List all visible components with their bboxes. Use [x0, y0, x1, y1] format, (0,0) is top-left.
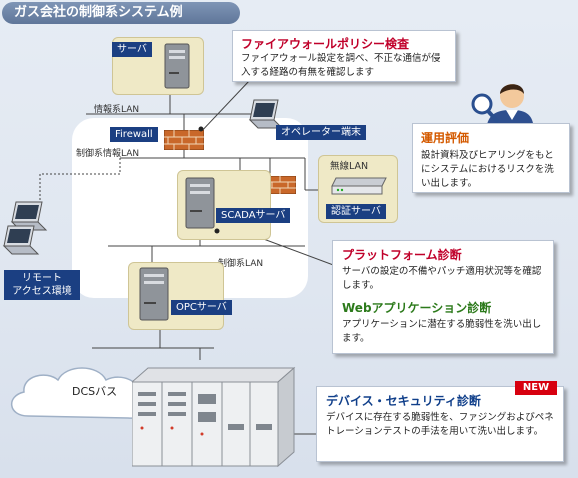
info-lan-label: 情報系LAN: [94, 105, 140, 115]
callout-text: デバイスに存在する脆弱性を、ファジングおよびペネトレーションテストの手法を用いて…: [326, 412, 554, 437]
ctrl-lan-label: 制御系LAN: [218, 259, 264, 269]
callout-text: ファイアウォール設定を調べ、不正な通信が侵入する経路の有無を確認します: [241, 53, 441, 78]
wireless-lan-label: 無線LAN: [330, 161, 369, 172]
callout-platform-webapp: プラットフォーム診断 サーバの設定の不備やパッチ適用状況等を確認します。 Web…: [332, 240, 554, 354]
callout-title: 運用評価: [421, 131, 470, 145]
scada-label: SCADAサーバ: [216, 208, 291, 223]
callout-title-platform: プラットフォーム診断: [342, 248, 462, 262]
laptop-icon: [2, 201, 48, 255]
scada-connector-dot: [214, 228, 220, 234]
remote-access-label: リモート アクセス環境: [4, 270, 80, 300]
auth-server-label: 認証サーバ: [326, 204, 386, 219]
callout-firewall-policy: ファイアウォールポリシー検査 ファイアウォール設定を調べ、不正な通信が侵入する経…: [232, 30, 456, 82]
callout-title-webapp: Webアプリケーション診断: [342, 301, 492, 315]
diagram-title: ガス会社の制御系システム例: [2, 2, 240, 24]
server-label: サーバ: [112, 42, 152, 57]
operator-label: オペレーター端末: [276, 125, 366, 140]
callout-title: ファイアウォールポリシー検査: [241, 37, 410, 51]
opc-label: OPCサーバ: [171, 300, 232, 315]
dcs-bus-label: DCSバス: [72, 385, 118, 398]
server-icon: [139, 267, 169, 321]
callout-text-platform: サーバの設定の不備やパッチ適用状況等を確認します。: [342, 266, 542, 291]
firewall-icon: [164, 130, 204, 150]
callout-text: 設計資料及びヒアリングをもとにシステムにおけるリスクを洗い出します。: [421, 150, 554, 189]
firewall-connector-dot: [198, 126, 204, 132]
firewall-label: Firewall: [110, 127, 158, 142]
router-icon: [331, 177, 387, 195]
callout-text-webapp: アプリケーションに潜在する脆弱性を洗い出します。: [342, 319, 542, 344]
controller-rack-icon: [132, 366, 296, 468]
laptop-icon: [248, 99, 284, 129]
new-badge: NEW: [515, 381, 557, 395]
server-icon: [164, 43, 190, 89]
callout-device-security: デバイス・セキュリティ診断 デバイスに存在する脆弱性を、ファジングおよびペネトレ…: [316, 386, 564, 462]
callout-operation: 運用評価 設計資料及びヒアリングをもとにシステムにおけるリスクを洗い出します。: [412, 123, 570, 193]
server-icon: [185, 177, 215, 229]
callout-title: デバイス・セキュリティ診断: [326, 394, 481, 408]
ctrl-info-lan-label: 制御系情報LAN: [76, 149, 140, 159]
